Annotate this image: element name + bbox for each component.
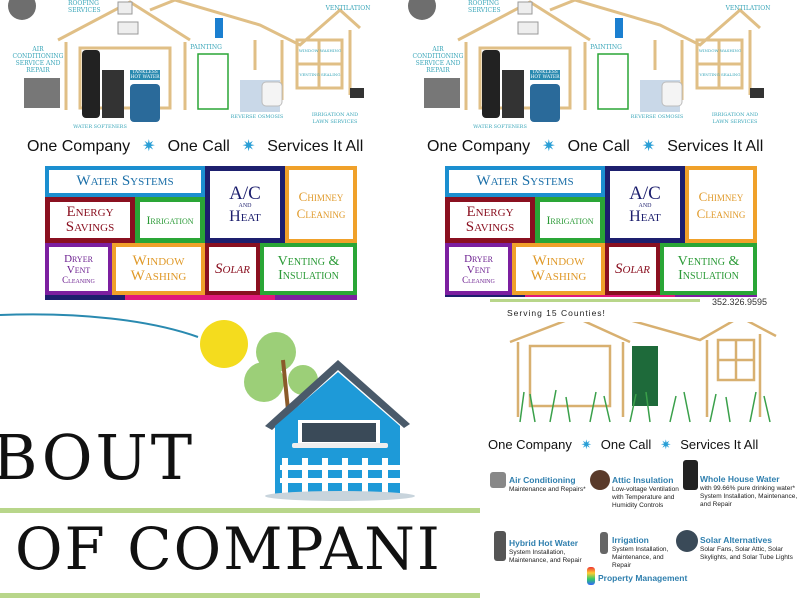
roofing-label: Roofing Services xyxy=(468,0,501,14)
painting-label: Painting xyxy=(190,44,222,51)
sprinkler-icon xyxy=(600,532,608,554)
tile-ac-heat[interactable]: A/CandHeat xyxy=(605,166,685,243)
paintbrush-icon xyxy=(587,567,595,585)
venting-label: Venting Sealing xyxy=(299,72,341,77)
venting-label: Venting Sealing xyxy=(699,72,741,77)
tile-strip xyxy=(125,295,275,300)
ac-label: Air Conditioning Service and Repair xyxy=(12,46,64,74)
slogan: One Company✷One Call✷Services It All xyxy=(427,138,764,155)
serving-counties: Serving 15 Counties! xyxy=(507,308,606,318)
services-tile-grid: Water Systems A/CandHeat ChimneyCleaning… xyxy=(45,166,357,300)
tile-venting-insulation[interactable]: Venting &Insulation xyxy=(660,243,757,295)
house-frame-illustration xyxy=(8,0,364,122)
roofing-label: Roofing Services xyxy=(68,0,101,14)
painting-label: Painting xyxy=(590,44,622,51)
services-tile-grid: Water Systems A/CandHeat ChimneyCleaning… xyxy=(445,166,757,297)
tile-solar[interactable]: Solar xyxy=(605,243,660,295)
tile-irrigation[interactable]: Irrigation xyxy=(135,197,205,243)
water-softeners-label: Water Softeners xyxy=(473,124,527,130)
house-grass-illustration xyxy=(509,322,777,423)
service-property-management: Property Management xyxy=(598,573,688,583)
tile-strip xyxy=(445,295,525,297)
divider xyxy=(0,508,480,513)
water-heater-icon xyxy=(494,531,506,561)
about-banner: BOUT OF COMPANI xyxy=(0,300,480,600)
tile-venting-insulation[interactable]: Venting &Insulation xyxy=(260,243,357,295)
ac-unit-icon xyxy=(490,472,506,488)
tile-strip xyxy=(525,295,675,297)
slogan: One Company✷One Call✷Services It All xyxy=(27,138,364,155)
services-poster-left: Roofing Services Ventilation Air Conditi… xyxy=(0,0,400,300)
tile-ac-heat[interactable]: A/CandHeat xyxy=(205,166,285,243)
tankless-label: Tankless Hot Water xyxy=(530,70,560,80)
house-frame-illustration xyxy=(408,0,764,122)
ac-label: Air Conditioning Service and Repair xyxy=(412,46,464,74)
divider xyxy=(490,299,700,302)
attic-icon xyxy=(590,470,610,490)
about-heading: BOUT xyxy=(0,421,196,494)
phone-number[interactable]: 352.326.9595 xyxy=(712,297,768,307)
ventilation-label: Ventilation xyxy=(725,5,771,12)
water-softener-icon xyxy=(683,460,698,490)
tile-strip xyxy=(675,295,757,297)
house-sun-illustration xyxy=(0,313,415,501)
irrigation-label: Irrigation and Lawn Services xyxy=(711,112,759,125)
reverse-osmosis-label: Reverse Osmosis xyxy=(230,114,284,120)
tile-irrigation[interactable]: Irrigation xyxy=(535,197,605,243)
tile-water-systems[interactable]: Water Systems xyxy=(445,166,605,197)
ventilation-label: Ventilation xyxy=(325,5,371,12)
reverse-osmosis-label: Reverse Osmosis xyxy=(630,114,684,120)
companies-heading: OF COMPANI xyxy=(15,515,442,583)
tile-strip xyxy=(45,295,125,300)
window-label: Window Washing xyxy=(698,48,742,53)
services-flyer: 352.326.9595 Serving 15 Counties! One Co… xyxy=(480,297,800,600)
divider xyxy=(0,593,480,598)
solar-fan-icon xyxy=(676,530,698,552)
tankless-label: Tankless Hot Water xyxy=(130,70,160,80)
tile-water-systems[interactable]: Water Systems xyxy=(45,166,205,197)
water-softeners-label: Water Softeners xyxy=(73,124,127,130)
slogan: One Company✷One Call✷Services It All xyxy=(488,437,759,452)
tile-solar[interactable]: Solar xyxy=(205,243,260,295)
services-poster-right: Roofing Services Ventilation Air Conditi… xyxy=(400,0,800,297)
irrigation-label: Irrigation and Lawn Services xyxy=(311,112,359,125)
tile-strip xyxy=(275,295,357,300)
window-label: Window Washing xyxy=(298,48,342,53)
